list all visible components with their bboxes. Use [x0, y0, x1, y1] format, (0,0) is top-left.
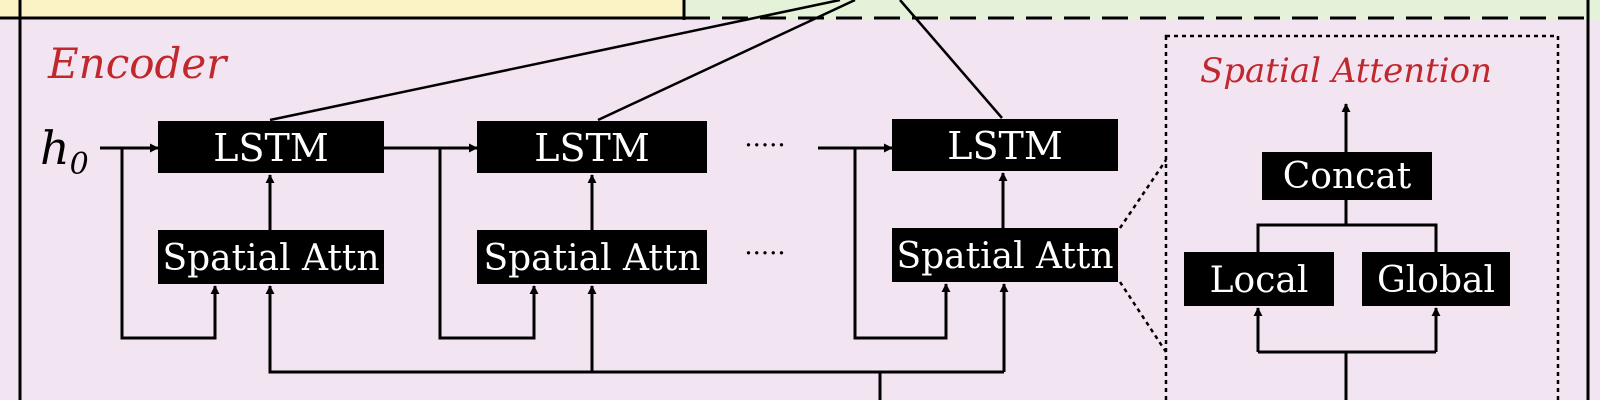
top-left-panel	[0, 0, 684, 20]
lstm-block-1-label: LSTM	[213, 126, 329, 170]
spatial-attn-block-3	[892, 228, 1118, 282]
h0-feedback-loop	[120, 148, 220, 340]
zoom-connector-top	[1118, 159, 1168, 229]
top-link-3	[899, 0, 1003, 119]
spatial-attention-title: Spatial Attention	[1200, 51, 1492, 91]
spatial-attn-block-1-label: Spatial Attn	[162, 238, 379, 279]
zoom-connector-bottom	[1118, 281, 1168, 353]
lstm-block-3	[892, 119, 1118, 171]
spatial-attn-block-1	[158, 230, 384, 284]
lstm-ellipsis: ·····	[744, 131, 785, 161]
top-link-2	[597, 0, 856, 122]
concat-block	[1262, 152, 1432, 200]
initial-state-label: h0	[40, 121, 89, 182]
attn-ellipsis: ·····	[744, 239, 785, 269]
global-label: Global	[1377, 260, 1495, 301]
top-link-1	[269, 0, 841, 122]
spatial-attn-block-3-label: Spatial Attn	[896, 236, 1113, 277]
h2-feedback-loop	[853, 148, 951, 340]
local-block	[1184, 252, 1334, 306]
concat-label: Concat	[1283, 156, 1412, 197]
lstm-block-2	[477, 121, 707, 173]
lstm-block-2-label: LSTM	[534, 126, 650, 170]
h1-feedback-loop	[438, 148, 539, 340]
encoder-title: Encoder	[47, 39, 229, 88]
lstm-block-3-label: LSTM	[947, 124, 1063, 168]
spatial-attention-detail-box	[1164, 34, 1560, 400]
local-label: Local	[1210, 260, 1309, 301]
lstm-block-1	[158, 121, 384, 173]
spatial-attn-block-2	[477, 230, 707, 284]
encoder-panel	[0, 20, 1600, 400]
global-block	[1362, 252, 1510, 306]
spatial-attn-block-2-label: Spatial Attn	[483, 238, 700, 279]
